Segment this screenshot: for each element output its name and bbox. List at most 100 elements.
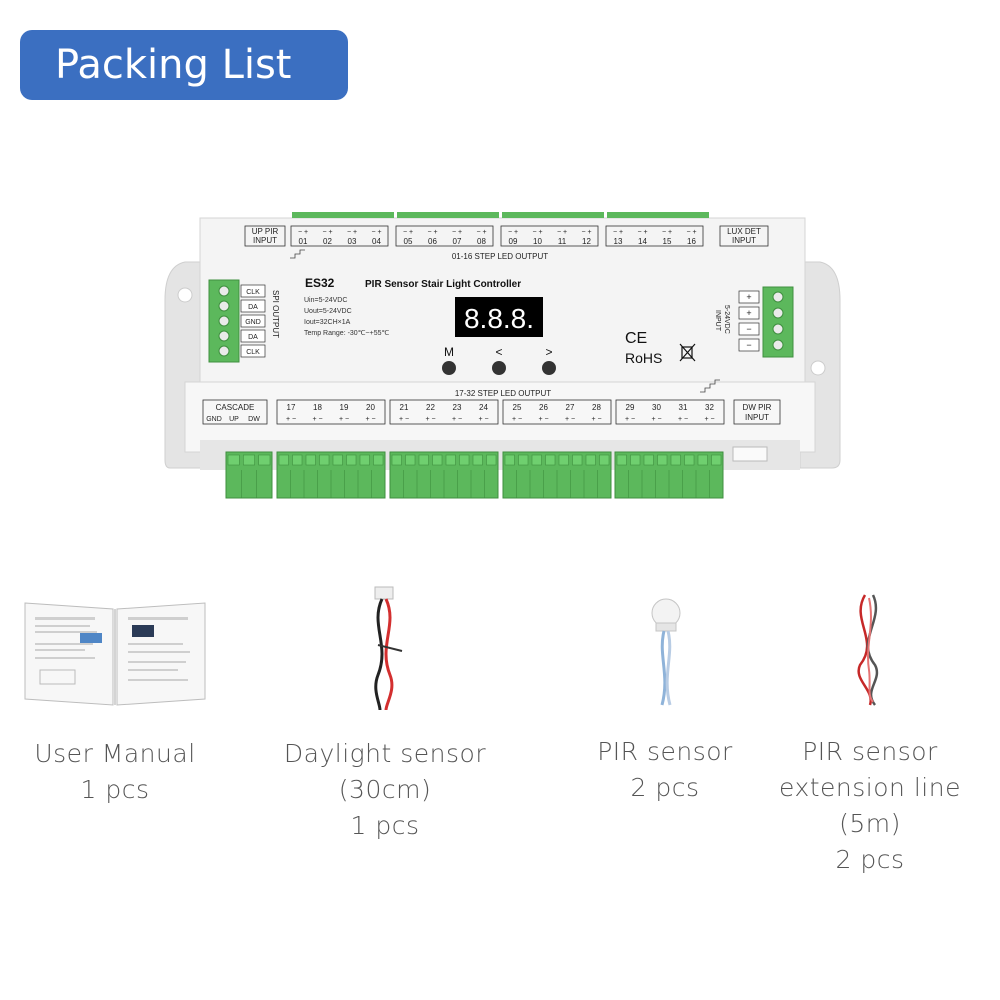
terminal-screw[interactable] xyxy=(391,454,402,466)
up-pir-label: INPUT xyxy=(253,236,277,245)
spec-line: Iout=32CH×1A xyxy=(304,319,351,326)
channel-number: 09 xyxy=(509,237,518,246)
spi-pin: CLK xyxy=(246,349,260,356)
channel-number: 25 xyxy=(513,403,522,412)
polarity-sign: − + xyxy=(686,229,696,236)
terminal-screw[interactable] xyxy=(218,285,230,297)
device-name: PIR Sensor Stair Light Controller xyxy=(365,279,521,290)
polarity-sign: − + xyxy=(557,229,567,236)
channel-number: 06 xyxy=(428,237,437,246)
terminal-screw[interactable] xyxy=(218,315,230,327)
terminal-screw[interactable] xyxy=(459,454,470,466)
pir-connector xyxy=(732,446,768,462)
polarity-sign: + − xyxy=(538,416,548,423)
power-sign: + xyxy=(746,292,751,302)
extension-line-image xyxy=(857,594,879,706)
terminal-screw[interactable] xyxy=(670,454,681,466)
terminal-screw[interactable] xyxy=(630,454,641,466)
polarity-sign: − + xyxy=(476,229,486,236)
terminal-screw[interactable] xyxy=(305,454,316,466)
terminal-screw[interactable] xyxy=(472,454,483,466)
lux-det-label: INPUT xyxy=(732,236,756,245)
spec-line: Uin=5-24VDC xyxy=(304,297,347,304)
terminal-screw[interactable] xyxy=(218,300,230,312)
terminal-screw[interactable] xyxy=(545,454,556,466)
terminal-screw[interactable] xyxy=(292,454,303,466)
polarity-sign: + − xyxy=(312,416,322,423)
lux-det-label: LUX DET xyxy=(727,227,761,236)
item-name: PIR sensor xyxy=(802,737,938,766)
terminal-screw[interactable] xyxy=(504,454,515,466)
terminal-screw[interactable] xyxy=(486,454,497,466)
terminal-screw[interactable] xyxy=(772,323,784,335)
terminal-screw[interactable] xyxy=(616,454,627,466)
terminal-screw[interactable] xyxy=(572,454,583,466)
terminal-screw[interactable] xyxy=(697,454,708,466)
terminal-screw[interactable] xyxy=(405,454,416,466)
power-signs: ++−− xyxy=(738,290,760,352)
terminal-screw[interactable] xyxy=(772,291,784,303)
terminal-screw[interactable] xyxy=(772,339,784,351)
polarity-sign: − + xyxy=(403,229,413,236)
mount-hole xyxy=(177,287,193,303)
terminal-screw[interactable] xyxy=(346,454,357,466)
controller-button[interactable] xyxy=(492,361,506,375)
terminal-screw[interactable] xyxy=(373,454,384,466)
terminal-screw[interactable] xyxy=(258,454,271,466)
stair-icon xyxy=(700,379,720,393)
spi-output-label: SPI OUTPUT xyxy=(271,290,280,338)
channel-number: 22 xyxy=(426,403,435,412)
item-user-manual: User Manual 1 pcs xyxy=(10,736,220,808)
channel-number: 26 xyxy=(539,403,548,412)
item-qty: 2 pcs xyxy=(835,845,905,874)
terminal-screw[interactable] xyxy=(243,454,255,466)
packing-list-badge: Packing List xyxy=(20,30,348,100)
channel-number: 27 xyxy=(566,403,575,412)
polarity-sign: − + xyxy=(662,229,672,236)
terminal-screw[interactable] xyxy=(432,454,443,466)
item-extension-line: PIR sensor extension line (5m) 2 pcs xyxy=(750,734,990,878)
channel-number: 23 xyxy=(453,403,462,412)
channel-number: 24 xyxy=(479,403,488,412)
terminal-screw[interactable] xyxy=(218,345,230,357)
terminal-screw[interactable] xyxy=(518,454,529,466)
controller-button[interactable] xyxy=(442,361,456,375)
terminal-screw[interactable] xyxy=(418,454,429,466)
polarity-sign: + − xyxy=(478,416,488,423)
polarity-sign: − + xyxy=(371,229,381,236)
channel-number: 29 xyxy=(626,403,635,412)
polarity-sign: + − xyxy=(452,416,462,423)
channel-number: 07 xyxy=(453,237,462,246)
terminal-screw[interactable] xyxy=(599,454,610,466)
channel-number: 05 xyxy=(404,237,413,246)
terminal-screw[interactable] xyxy=(657,454,668,466)
item-detail: (30cm) xyxy=(338,775,432,804)
terminal-screw[interactable] xyxy=(359,454,370,466)
button-label: M xyxy=(444,345,454,359)
terminal-screw[interactable] xyxy=(643,454,654,466)
terminal-screw[interactable] xyxy=(445,454,456,466)
channel-number: 16 xyxy=(687,237,696,246)
spec-line: Uout=5-24VDC xyxy=(304,308,352,315)
channel-number: 17 xyxy=(287,403,296,412)
terminal-screw[interactable] xyxy=(278,454,289,466)
polarity-sign: + − xyxy=(565,416,575,423)
controller-button[interactable] xyxy=(542,361,556,375)
terminal-screw[interactable] xyxy=(684,454,695,466)
polarity-sign: + − xyxy=(399,416,409,423)
cascade-label: CASCADE xyxy=(216,403,255,412)
terminal-screw[interactable] xyxy=(332,454,343,466)
terminal-screw[interactable] xyxy=(558,454,569,466)
terminal-screw[interactable] xyxy=(531,454,542,466)
bottom-channel-labels: 17+ −18+ −19+ −20+ −21+ −22+ −23+ −24+ −… xyxy=(276,399,725,425)
power-sign: + xyxy=(746,308,751,318)
item-name: User Manual xyxy=(34,739,196,768)
terminal-screw[interactable] xyxy=(319,454,330,466)
terminal-screw[interactable] xyxy=(218,330,230,342)
terminal-screw[interactable] xyxy=(585,454,596,466)
terminal-screw[interactable] xyxy=(227,454,240,466)
terminal-screw[interactable] xyxy=(772,307,784,319)
item-name: Daylight sensor xyxy=(283,739,487,768)
item-qty: 1 pcs xyxy=(80,775,150,804)
terminal-screw[interactable] xyxy=(711,454,722,466)
